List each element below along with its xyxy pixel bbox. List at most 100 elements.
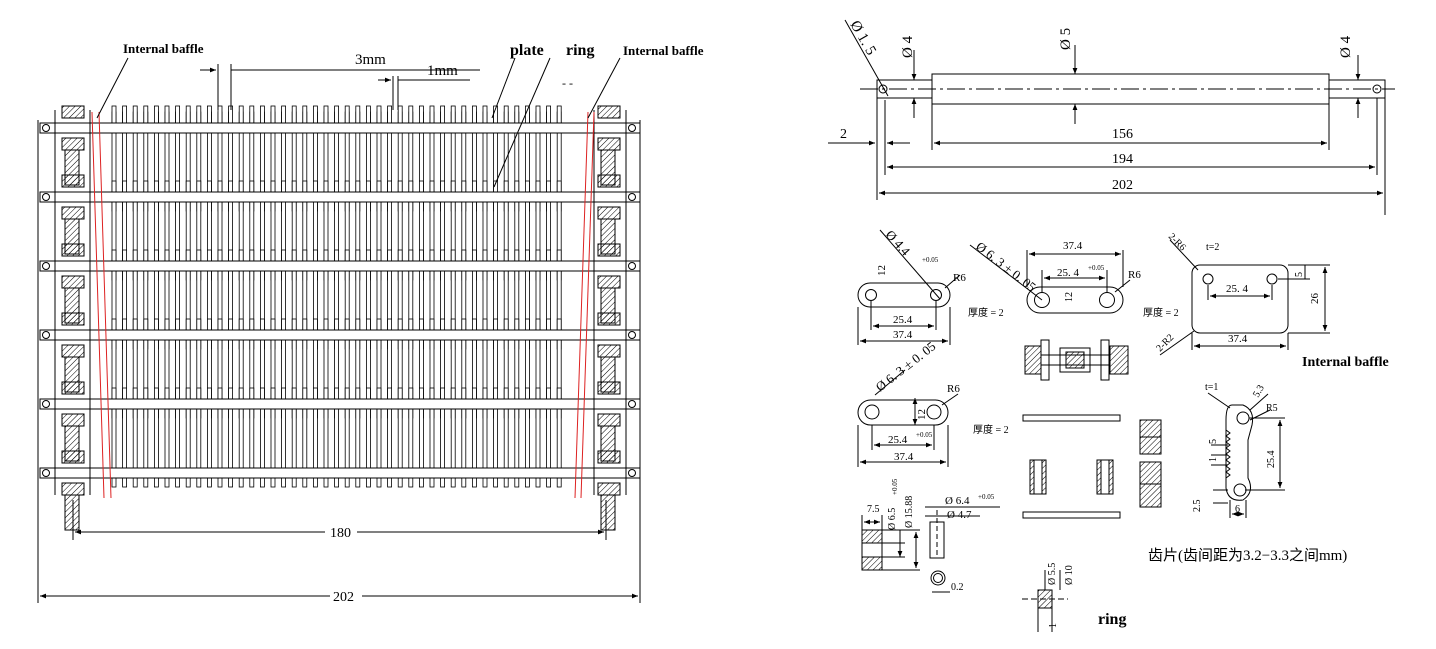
dim-156: 156: [1112, 127, 1133, 142]
ring-labels: Ø 5.5 Ø 10 1 ring: [1047, 563, 1126, 628]
fin-plate: [196, 387, 202, 488]
section-view: [1024, 339, 1129, 381]
frame-block: [64, 494, 80, 531]
fin-plate: [471, 387, 477, 488]
link-c: [857, 369, 959, 467]
fin-plate: [291, 387, 297, 488]
dash-mark: - -: [562, 76, 573, 90]
tooth-labels: t=1 5.3 R5 5 1 25.4 2.5 6 齿片(齿间距为3.2−3.3…: [1148, 382, 1347, 564]
rod-end-left: [42, 124, 50, 132]
nut-block: [597, 450, 621, 464]
fin-plate: [556, 387, 562, 488]
nut-block: [597, 206, 621, 220]
nut-block: [61, 275, 85, 289]
dim-180: 180: [330, 526, 351, 541]
fin-plate: [418, 387, 424, 488]
link-b-dia: Ø 6. 3 ± 0. 05: [973, 239, 1039, 295]
nut-block: [597, 482, 621, 496]
nut-block: [61, 381, 85, 395]
fin-plate: [228, 387, 234, 488]
baffle-labels: 2-R6 t=2 25. 4 5 26 2-R2 37.4 厚度 = 2 Int…: [1143, 231, 1389, 370]
tooth-2-5: 2.5: [1192, 500, 1203, 513]
bushing-tol2: +0.05: [978, 493, 995, 501]
fin-plate: [238, 387, 244, 488]
link-c-r6: R6: [947, 383, 960, 395]
dim-194: 194: [1112, 152, 1133, 167]
rod-end-right: [628, 400, 636, 408]
label-internal-baffle-right: Internal baffle: [623, 43, 704, 58]
dim-1mm: 1mm: [427, 63, 458, 79]
fin-plate: [429, 387, 435, 488]
fin-plate: [355, 387, 361, 488]
ring-title: ring: [1098, 611, 1126, 628]
fin-plate: [365, 387, 371, 488]
link-a: [857, 229, 961, 345]
fin-plate: [397, 387, 403, 488]
rod: [39, 398, 641, 410]
fin-plate: [217, 387, 223, 488]
fin-plate: [387, 387, 393, 488]
rod-end-right: [628, 262, 636, 270]
baffle-r6: 2-R6: [1166, 231, 1188, 253]
dim-dia-1-5: Ø 1. 5: [847, 18, 879, 58]
rod-end-left: [42, 262, 50, 270]
nut-block: [597, 381, 621, 395]
fin-plate: [493, 387, 499, 488]
spacer-parts: [1022, 414, 1162, 519]
fin-plate: [206, 387, 212, 488]
link-c-12: 12: [916, 409, 928, 420]
fin-plate: [302, 387, 308, 488]
ring-part: [1022, 570, 1068, 632]
nut-block: [597, 413, 621, 427]
tooth-t: t=1: [1205, 382, 1218, 393]
nut-block: [61, 243, 85, 257]
nut-block: [597, 105, 621, 119]
baffle-plate: [1159, 239, 1330, 356]
nut-block: [597, 137, 621, 151]
nut-block: [61, 344, 85, 358]
fin-plate: [132, 387, 138, 488]
link-b-25-4: 25. 4: [1057, 267, 1080, 279]
link-b-12: 12: [1064, 292, 1075, 302]
tooth-r5: R5: [1266, 403, 1278, 414]
fin-plate: [408, 387, 414, 488]
link-a-r6: R6: [953, 272, 966, 284]
bushing-tol: +0.05: [891, 478, 899, 495]
label-ring: ring: [566, 42, 594, 59]
baffle-25-4: 25. 4: [1226, 283, 1249, 295]
baffle-title: Internal baffle: [1302, 355, 1389, 370]
fin-plate: [482, 387, 488, 488]
nut-blocks: [61, 105, 621, 531]
nut-block: [597, 344, 621, 358]
ring-1: 1: [1048, 623, 1059, 628]
tooth-25-4: 25.4: [1266, 451, 1277, 469]
bushing-15-88: Ø 15.88: [904, 496, 915, 528]
rod: [39, 329, 641, 341]
fin-plate: [440, 387, 446, 488]
dim-202-left: 202: [333, 590, 354, 605]
link-b-37-4: 37.4: [1063, 240, 1083, 252]
rod: [39, 191, 641, 203]
fin-plates: [111, 105, 562, 488]
fin-plate: [164, 387, 170, 488]
bushing-labels: 7.5 Ø 6.5 +0.05 Ø 15.88 Ø 6.4 +0.05 Ø 4.…: [867, 478, 995, 593]
link-b-r6: R6: [1128, 269, 1141, 281]
fin-plate: [334, 387, 340, 488]
baffle-5: 5: [1294, 272, 1305, 277]
bushing-0-2: 0.2: [951, 582, 964, 593]
ring-dia-10: Ø 10: [1064, 565, 1075, 585]
rod-end-left: [42, 193, 50, 201]
link-b: [969, 244, 1131, 314]
fin-plate: [514, 387, 520, 488]
nut-block: [61, 413, 85, 427]
fin-plate: [111, 387, 117, 488]
tooth-5-3: 5.3: [1251, 383, 1267, 399]
fin-plate: [259, 387, 265, 488]
left-view-labels: Internal baffle plate ring Internal baff…: [123, 41, 704, 605]
fin-plate: [376, 387, 382, 488]
fin-plate: [312, 387, 318, 488]
fin-plate: [143, 387, 149, 488]
nut-block: [597, 174, 621, 188]
link-c-37-4: 37.4: [894, 451, 914, 463]
